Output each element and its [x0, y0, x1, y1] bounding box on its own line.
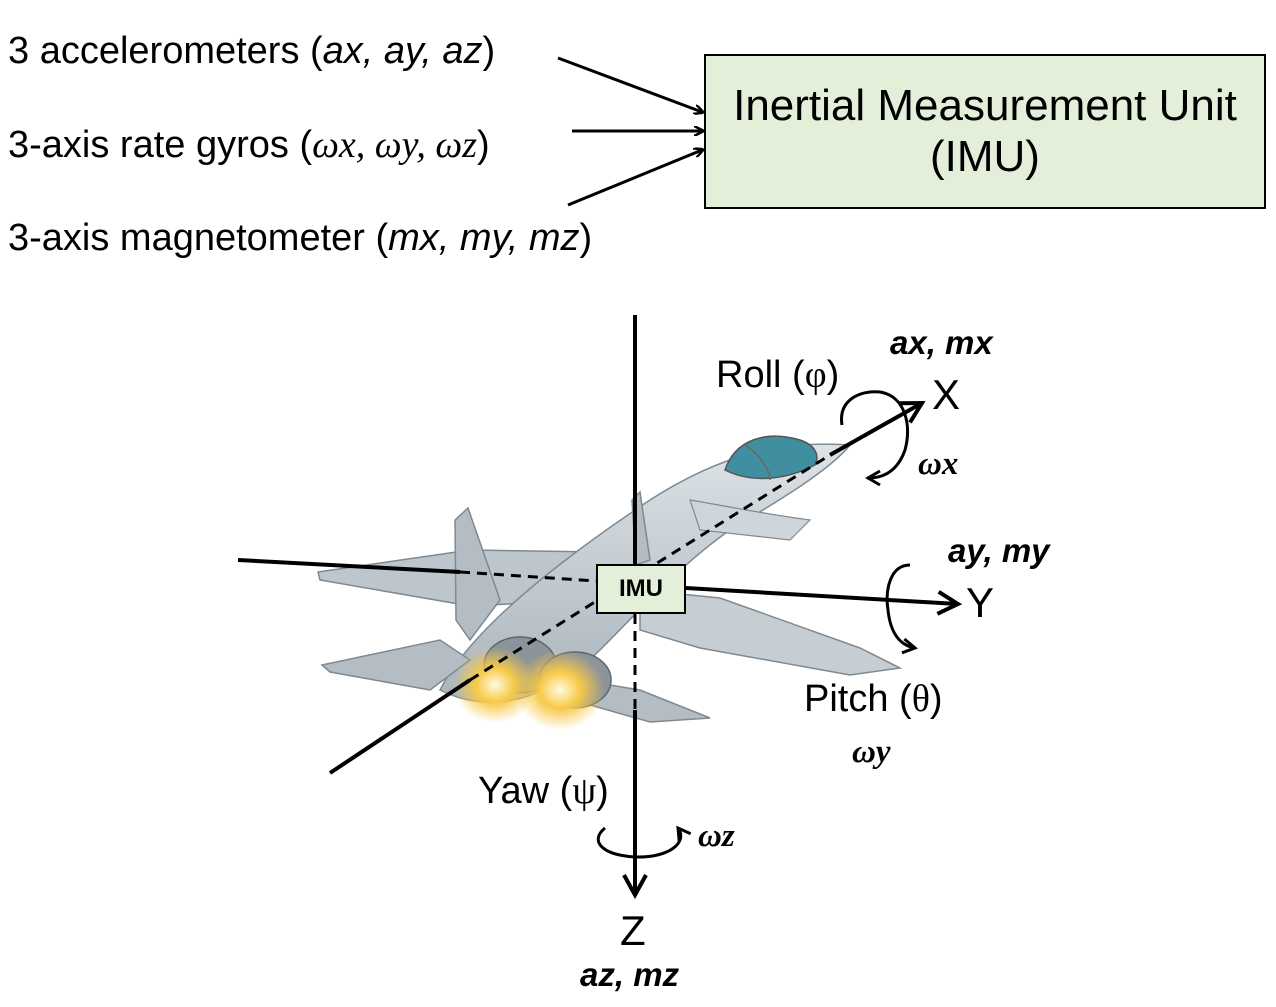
magnetometer-close: )	[579, 217, 593, 259]
magnetometer-arrow	[567, 150, 702, 207]
gyro-var-z: ωz	[435, 124, 478, 166]
yaw-close: )	[596, 770, 609, 812]
x-axis-front	[829, 403, 922, 457]
aircraft-imu-box: IMU	[596, 564, 686, 614]
accelerometer-arrow	[557, 56, 702, 112]
accelerometers-label: 3 accelerometers (ax, ay, az)	[8, 32, 495, 70]
yaw-rate-label: ωz	[698, 818, 735, 854]
x-axis-sensors: ax, mx	[890, 324, 993, 361]
roll-rotation-arrow	[840, 390, 909, 487]
pitch-close: )	[929, 678, 943, 720]
imu-box-title: Inertial Measurement Unit	[733, 80, 1237, 130]
yaw-symbol: ψ	[572, 770, 597, 812]
roll-rate-label: ωx	[918, 446, 959, 482]
y-axis-back	[237, 558, 461, 574]
imu-box: Inertial Measurement Unit (IMU)	[704, 54, 1266, 209]
roll-close: )	[826, 354, 840, 396]
yaw-text: Yaw (	[478, 770, 573, 812]
pitch-symbol: θ	[911, 678, 930, 720]
z-axis-letter: Z	[620, 907, 646, 954]
pitch-rotation-arrow	[885, 563, 918, 655]
yaw-label: Yaw (ψ)	[478, 772, 609, 810]
x-axis-back	[328, 678, 472, 775]
pitch-text: Pitch (	[804, 678, 912, 720]
accelerometers-close: )	[482, 30, 496, 72]
y-axis-letter: Y	[966, 579, 995, 626]
y-axis-front	[685, 586, 958, 604]
accelerometers-text: 3 accelerometers (	[8, 30, 323, 72]
gyro-var-y: ωy,	[374, 124, 436, 166]
y-axis-hidden	[459, 570, 597, 583]
aircraft-imu-label: IMU	[619, 575, 663, 602]
pitch-rate-label: ωy	[852, 734, 891, 770]
magnetometer-text: 3-axis magnetometer (	[8, 217, 389, 259]
accelerometer-vars: ax, ay, az	[322, 30, 483, 72]
gyros-text: 3-axis rate gyros (	[8, 124, 313, 166]
imu-box-subtitle: (IMU)	[930, 131, 1040, 181]
yaw-rotation-arrow	[596, 825, 692, 859]
roll-text: Roll (	[716, 354, 805, 396]
roll-symbol: φ	[804, 354, 827, 396]
pitch-label: Pitch (θ)	[804, 680, 943, 718]
magnetometer-vars: mx, my, mz	[388, 217, 580, 259]
roll-label: Roll (φ)	[716, 356, 839, 394]
x-axis-letter: X	[932, 371, 961, 418]
z-axis-sensors: az, mz	[580, 956, 680, 993]
y-axis-sensors: ay, my	[948, 532, 1050, 569]
magnetometer-label: 3-axis magnetometer (mx, my, mz)	[8, 219, 592, 257]
gyros-close: )	[477, 124, 490, 166]
gyros-label: 3-axis rate gyros (ωx, ωy, ωz)	[8, 126, 490, 164]
gyro-var-x: ωx,	[312, 124, 375, 166]
